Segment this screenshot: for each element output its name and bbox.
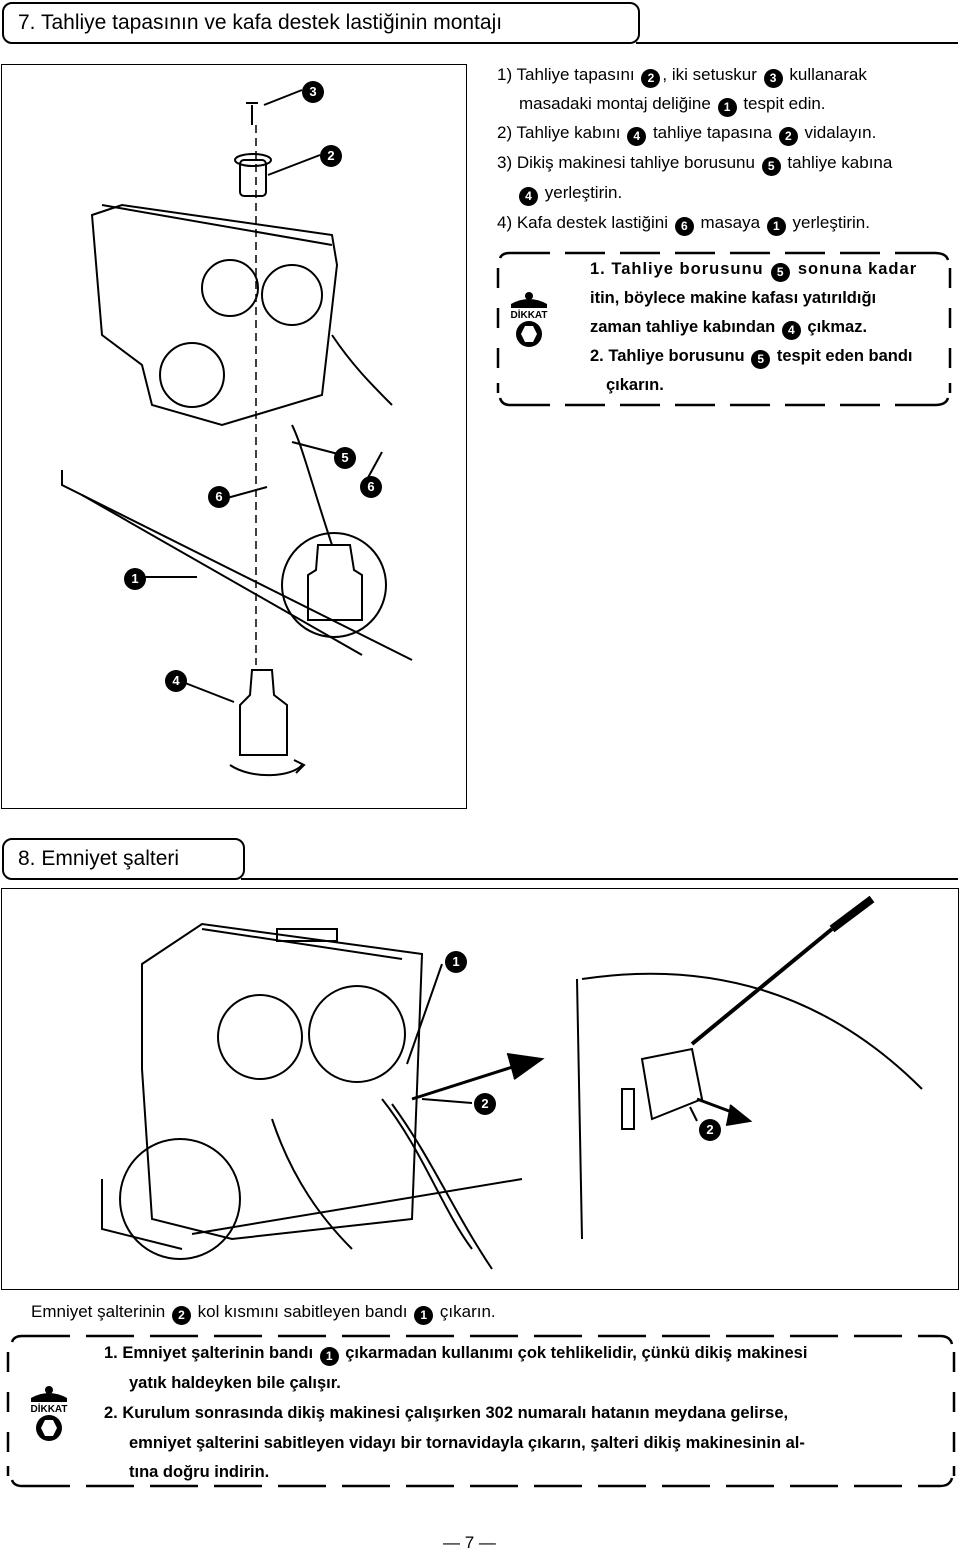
callout-3: 3 xyxy=(302,81,324,103)
section-8-title-text: 8. Emniyet şalteri xyxy=(18,847,180,870)
marker-5: 5 xyxy=(771,263,791,282)
caution-8-line-5: tına doğru indirin. xyxy=(129,1458,269,1488)
caution-7-line-5: çıkarın. xyxy=(606,371,664,401)
section-8-instruction: Emniyet şalterinin 2 kol kısmını sabitle… xyxy=(31,1297,496,1327)
section-8-rule xyxy=(241,878,958,880)
step-text: masaya xyxy=(700,213,761,232)
marker-4: 4 xyxy=(519,187,538,206)
safety-switch-figure: 1 2 2 xyxy=(1,888,959,1290)
caution-text: tespit eden bandı xyxy=(776,347,913,365)
step-text: masadaki montaj deliğine xyxy=(519,94,711,113)
marker-1: 1 xyxy=(717,98,737,117)
marker-1: 1 xyxy=(319,1347,339,1366)
marker-1: 1 xyxy=(414,1306,434,1325)
step-3-line-1: 3) Dikiş makinesi tahliye borusunu 5 tah… xyxy=(497,148,892,178)
caution-text: 2. Tahliye borusunu xyxy=(590,347,745,365)
caution-8-line-3: 2. Kurulum sonrasında dikiş makinesi çal… xyxy=(104,1399,788,1429)
marker-2: 2 xyxy=(778,127,798,146)
marker-3: 3 xyxy=(763,69,783,88)
drain-assembly-drawing xyxy=(61,89,413,777)
step-text: tespit edin. xyxy=(743,94,826,113)
marker-6: 6 xyxy=(674,217,694,236)
callout-2-left: 2 xyxy=(474,1093,496,1115)
caution-text: zaman tahliye kabından xyxy=(590,318,776,336)
section-7-rule xyxy=(636,42,958,44)
caution-text: itin, böylece makine kafası yatırıldığı xyxy=(590,289,877,307)
marker-1: 1 xyxy=(766,217,786,236)
instruction-text: Emniyet şalterinin xyxy=(31,1302,166,1321)
warning-label: DİKKAT xyxy=(30,1402,67,1415)
step-text: 4) Kafa destek lastiğini xyxy=(497,213,669,232)
caution-text: emniyet şalterini sabitleyen vidayı bir … xyxy=(129,1434,805,1452)
step-text: 2) Tahliye kabını xyxy=(497,123,621,142)
step-text: kullanarak xyxy=(789,65,867,84)
step-text: 1) Tahliye tapasını xyxy=(497,65,635,84)
section-7-title-text: 7. Tahliye tapasının ve kafa destek last… xyxy=(18,11,503,34)
safety-switch-drawing xyxy=(101,895,923,1270)
caution-text: 1. Emniyet şalterinin bandı xyxy=(104,1344,314,1362)
marker-4: 4 xyxy=(627,127,647,146)
marker-2: 2 xyxy=(171,1306,191,1325)
caution-7-line-1: 1. Tahliye borusunu 5 sonuna kadar xyxy=(590,255,917,285)
step-4: 4) Kafa destek lastiğini 6 masaya 1 yerl… xyxy=(497,208,870,238)
marker-4: 4 xyxy=(781,321,801,340)
callout-2-right: 2 xyxy=(699,1119,721,1141)
callout-1: 1 xyxy=(445,951,467,973)
step-3-line-2: 4 yerleştirin. xyxy=(517,178,622,208)
caution-text: 1. Tahliye borusunu xyxy=(590,260,764,278)
marker-5: 5 xyxy=(761,157,781,176)
caution-text: çıkarın. xyxy=(606,376,664,394)
instruction-text: kol kısmını sabitleyen bandı xyxy=(197,1302,408,1321)
caution-7-line-3: zaman tahliye kabından 4 çıkmaz. xyxy=(590,313,867,343)
callout-6-right: 6 xyxy=(360,476,382,498)
step-text: yerleştirin. xyxy=(544,183,623,202)
caution-text: çıkarmadan kullanımı çok tehlikelidir, ç… xyxy=(345,1344,808,1362)
callout-1: 1 xyxy=(124,568,146,590)
step-2: 2) Tahliye kabını 4 tahliye tapasına 2 v… xyxy=(497,118,876,148)
page-number: — 7 — xyxy=(443,1533,496,1552)
callout-2: 2 xyxy=(320,145,342,167)
step-text: tahliye kabına xyxy=(787,153,893,172)
warning-hand-icon: DİKKAT xyxy=(506,290,552,355)
section-7-title: 7. Tahliye tapasının ve kafa destek last… xyxy=(2,2,640,44)
caution-frame-1 xyxy=(496,251,952,407)
callout-4: 4 xyxy=(165,670,187,692)
caution-text: 2. Kurulum sonrasında dikiş makinesi çal… xyxy=(104,1404,789,1422)
caution-frame-2 xyxy=(6,1334,956,1488)
step-text: tahliye tapasına xyxy=(652,123,773,142)
caution-7-line-4: 2. Tahliye borusunu 5 tespit eden bandı xyxy=(590,342,913,372)
step-text: yerleştirin. xyxy=(792,213,870,232)
caution-text: tına doğru indirin. xyxy=(129,1463,270,1481)
step-1-line-2: masadaki montaj deliğine 1 tespit edin. xyxy=(519,89,826,119)
step-text: , iki setuskur xyxy=(662,65,757,84)
caution-7-line-2: itin, böylece makine kafası yatırıldığı xyxy=(590,284,876,314)
caution-text: çıkmaz. xyxy=(807,318,868,336)
warning-label: DİKKAT xyxy=(510,308,547,321)
callout-5: 5 xyxy=(334,447,356,469)
caution-text: sonuna kadar xyxy=(797,260,918,278)
marker-5: 5 xyxy=(751,350,771,369)
step-text: 3) Dikiş makinesi tahliye borusunu xyxy=(497,153,755,172)
drain-assembly-figure: 3 2 5 6 6 1 4 xyxy=(1,64,467,809)
caution-8-line-2: yatık haldeyken bile çalışır. xyxy=(129,1369,341,1399)
caution-text: yatık haldeyken bile çalışır. xyxy=(129,1374,341,1392)
marker-2: 2 xyxy=(641,69,661,88)
caution-8-line-1: 1. Emniyet şalterinin bandı 1 çıkarmadan… xyxy=(104,1339,807,1369)
section-8-title: 8. Emniyet şalteri xyxy=(2,838,245,880)
step-1-line-1: 1) Tahliye tapasını 2, iki setuskur 3 ku… xyxy=(497,60,867,90)
callout-6-left: 6 xyxy=(208,486,230,508)
step-text: vidalayın. xyxy=(804,123,877,142)
warning-hand-icon-2: DİKKAT xyxy=(26,1384,72,1449)
caution-8-line-4: emniyet şalterini sabitleyen vidayı bir … xyxy=(129,1429,805,1459)
instruction-text: çıkarın. xyxy=(439,1302,496,1321)
